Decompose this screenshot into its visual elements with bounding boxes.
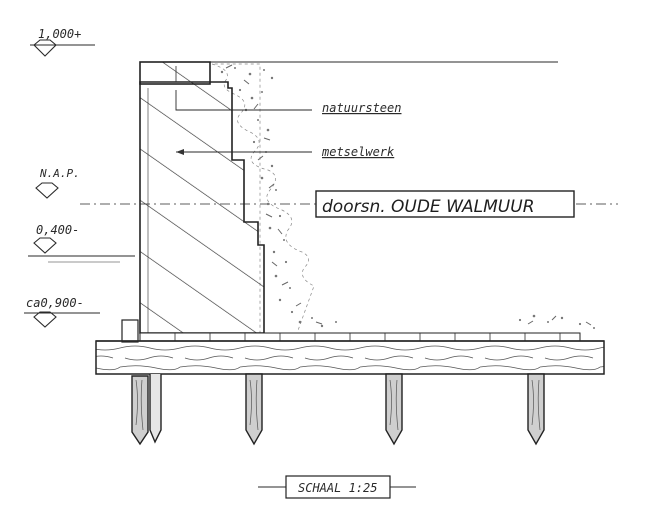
label-masonry: metselwerk	[321, 145, 395, 159]
level-triangle-icon	[33, 311, 57, 328]
pile	[131, 374, 162, 446]
drawing-title: doorsn. OUDE WALMUUR	[322, 197, 535, 217]
label-natural-stone: natuursteen	[322, 101, 401, 115]
pile	[385, 373, 403, 446]
timber-beam	[95, 340, 605, 375]
edge-post	[121, 319, 139, 343]
masonry-wall	[139, 81, 265, 334]
level-marker-top: 1,000+	[30, 27, 95, 57]
level-top-label: 1,000+	[38, 27, 81, 41]
level-marker-bottom: ca0,900-	[24, 296, 100, 328]
level-nap-label: N.A.P.	[39, 167, 80, 180]
pile	[245, 373, 263, 446]
soil-fill	[211, 63, 595, 337]
level-triangle-icon	[33, 237, 57, 254]
scale-label: SCHAAL 1:25	[298, 481, 377, 495]
level-water-label: 0,400-	[36, 223, 79, 237]
level-triangle-icon	[33, 39, 57, 57]
title-box	[315, 190, 575, 218]
level-marker-nap: N.A.P.	[35, 167, 80, 199]
natural-stone-cap	[139, 61, 211, 85]
level-marker-water: 0,400-	[28, 223, 135, 263]
level-triangle-icon	[35, 182, 59, 199]
foundation-planks	[139, 332, 581, 342]
arrow-icon	[176, 149, 184, 155]
level-bottom-label: ca0,900-	[26, 296, 84, 310]
pile	[527, 373, 545, 446]
leader-natural-stone	[175, 90, 312, 111]
